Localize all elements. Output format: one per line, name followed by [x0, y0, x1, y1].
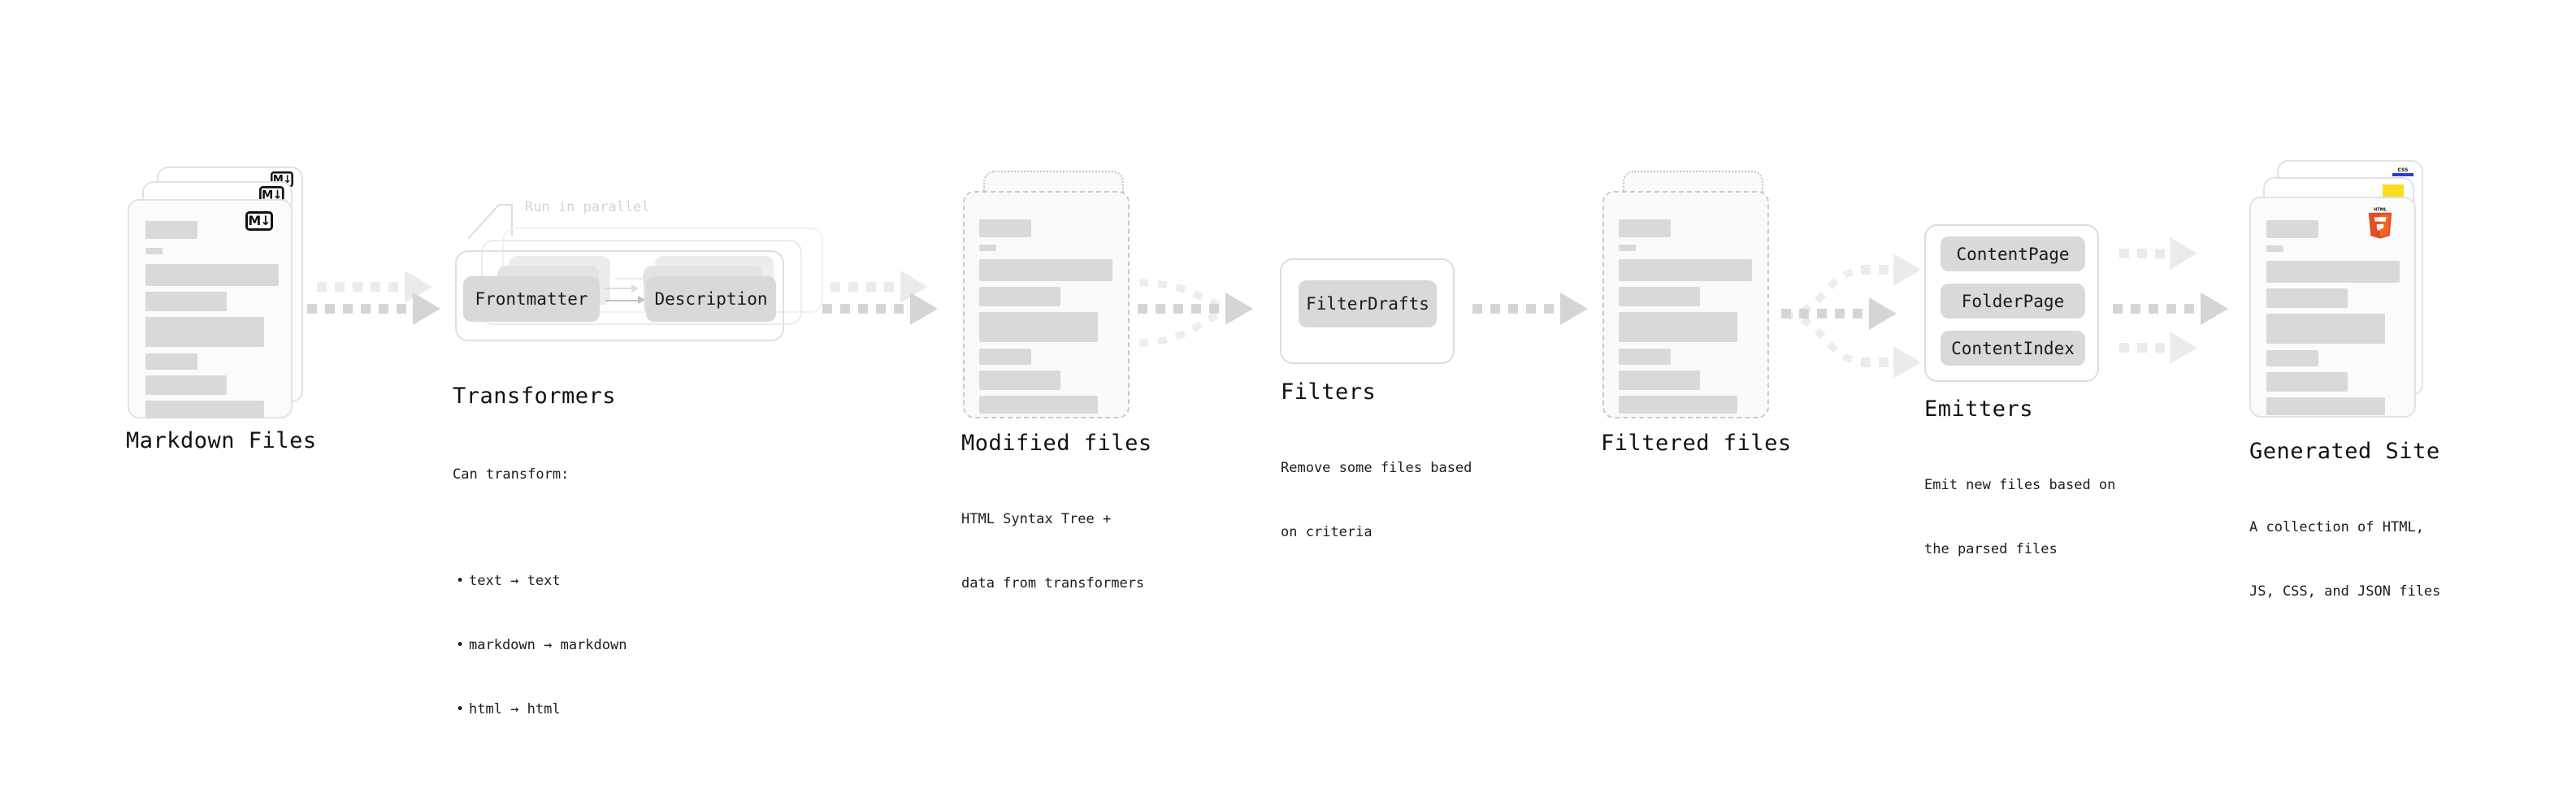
css-icon-bar — [2392, 173, 2413, 176]
doc-line — [979, 312, 1098, 342]
emitter-node-contentpage[interactable]: ContentPage — [1941, 236, 2085, 271]
markdown-card-front — [128, 199, 293, 418]
filters-subtitle: Remove some files based on criteria — [1281, 414, 1472, 586]
generated-site-subtitle-line: A collection of HTML, — [2249, 518, 2424, 535]
transformer-node-frontmatter[interactable]: Frontmatter — [463, 276, 600, 322]
doc-line — [145, 221, 197, 239]
filters-subtitle-line: on criteria — [1281, 523, 1373, 540]
stage-title-filters: Filters — [1281, 379, 1377, 405]
diagram-canvas: M↓ M↓ M↓ Markdown Files Run in parall — [0, 0, 2576, 681]
stage-title-filtered-files: Filtered files — [1601, 431, 1792, 456]
modified-files-subtitle-line: data from transformers — [961, 574, 1145, 592]
js-icon — [2383, 184, 2404, 199]
transformers-bullet: html → html — [456, 699, 627, 721]
doc-line — [1619, 370, 1700, 390]
doc-line — [979, 287, 1060, 306]
doc-line — [1619, 219, 1671, 237]
filters-subtitle-line: Remove some files based — [1281, 459, 1472, 476]
transformers-subtitle: Can transform: text → text markdown → ma… — [453, 421, 627, 806]
emitters-subtitle-line: the parsed files — [1924, 540, 2058, 557]
markdown-icon: M↓ — [245, 211, 273, 231]
doc-line — [145, 248, 163, 254]
filtered-files-stack — [1602, 171, 1777, 431]
css-icon: CSS — [2392, 167, 2413, 176]
emitter-node-contentindex[interactable]: ContentIndex — [1941, 331, 2085, 366]
stage-title-emitters: Emitters — [1924, 396, 2034, 422]
modified-files-stack — [963, 171, 1138, 431]
doc-line — [2266, 350, 2318, 366]
modified-files-subtitle-line: HTML Syntax Tree + — [961, 510, 1112, 527]
transformers-bullet: markdown → markdown — [456, 635, 627, 656]
filtered-card-front — [1602, 191, 1769, 418]
doc-line — [979, 259, 1112, 281]
stage-title-markdown-files: Markdown Files — [126, 428, 317, 453]
generated-site-subtitle: A collection of HTML, JS, CSS, and JSON … — [2249, 474, 2440, 645]
doc-line — [145, 292, 227, 311]
transformer-inner-arrow — [605, 300, 640, 301]
stage-title-generated-site: Generated Site — [2249, 439, 2440, 464]
doc-line — [979, 396, 1098, 414]
doc-line — [145, 401, 264, 418]
transformer-group-front — [455, 250, 784, 341]
transformers-subtitle-heading: Can transform: — [453, 466, 570, 483]
transformer-inner-arrow-ghost-1 — [604, 288, 633, 289]
doc-line — [1619, 312, 1737, 342]
doc-line — [1619, 287, 1700, 306]
run-in-parallel-leader — [468, 204, 513, 240]
doc-line — [1619, 245, 1636, 251]
doc-line — [2266, 397, 2385, 415]
transformers-bullet: text → text — [456, 570, 627, 592]
doc-line — [979, 219, 1031, 237]
transformers-bullet-list: text → text markdown → markdown html → h… — [453, 528, 627, 764]
svg-text:HTML: HTML — [2374, 207, 2387, 212]
markdown-files-stack: M↓ M↓ M↓ — [128, 167, 303, 427]
run-in-parallel-label: Run in parallel — [525, 199, 650, 215]
doc-line — [2266, 261, 2400, 283]
html5-icon: HTML — [2368, 207, 2392, 239]
transformer-node-description[interactable]: Description — [646, 276, 776, 322]
transformer-inner-arrow-head — [638, 296, 645, 304]
doc-line — [1619, 349, 1671, 365]
transformer-inner-arrow-head-ghost-1 — [631, 284, 639, 292]
doc-line — [1619, 396, 1737, 414]
doc-line — [979, 349, 1031, 365]
generated-site-subtitle-line: JS, CSS, and JSON files — [2249, 583, 2441, 600]
doc-line — [145, 264, 279, 286]
css-icon-label: CSS — [2397, 167, 2409, 173]
doc-line — [2266, 372, 2348, 392]
doc-line — [145, 375, 227, 395]
emitter-node-folderpage[interactable]: FolderPage — [1941, 284, 2085, 318]
modified-files-subtitle: HTML Syntax Tree + data from transformer… — [961, 466, 1144, 637]
generated-card-front — [2249, 197, 2416, 418]
doc-line — [2266, 245, 2283, 252]
stage-title-transformers: Transformers — [453, 384, 617, 409]
emitters-subtitle-line: Emit new files based on — [1924, 476, 2116, 493]
doc-line — [979, 370, 1060, 390]
doc-line — [2266, 288, 2348, 308]
modified-card-front — [963, 191, 1130, 418]
doc-line — [979, 245, 996, 251]
transformer-inner-arrow-ghost-2 — [615, 278, 644, 280]
stage-title-modified-files: Modified files — [961, 431, 1152, 456]
doc-line — [2266, 314, 2385, 344]
emitters-subtitle: Emit new files based on the parsed files — [1924, 431, 2115, 603]
filter-node-filterdrafts[interactable]: FilterDrafts — [1299, 280, 1437, 327]
doc-line — [145, 317, 264, 347]
generated-site-stack: CSS HTML — [2249, 160, 2436, 428]
doc-line — [1619, 259, 1752, 281]
doc-line — [145, 353, 197, 370]
doc-line — [2266, 220, 2318, 238]
